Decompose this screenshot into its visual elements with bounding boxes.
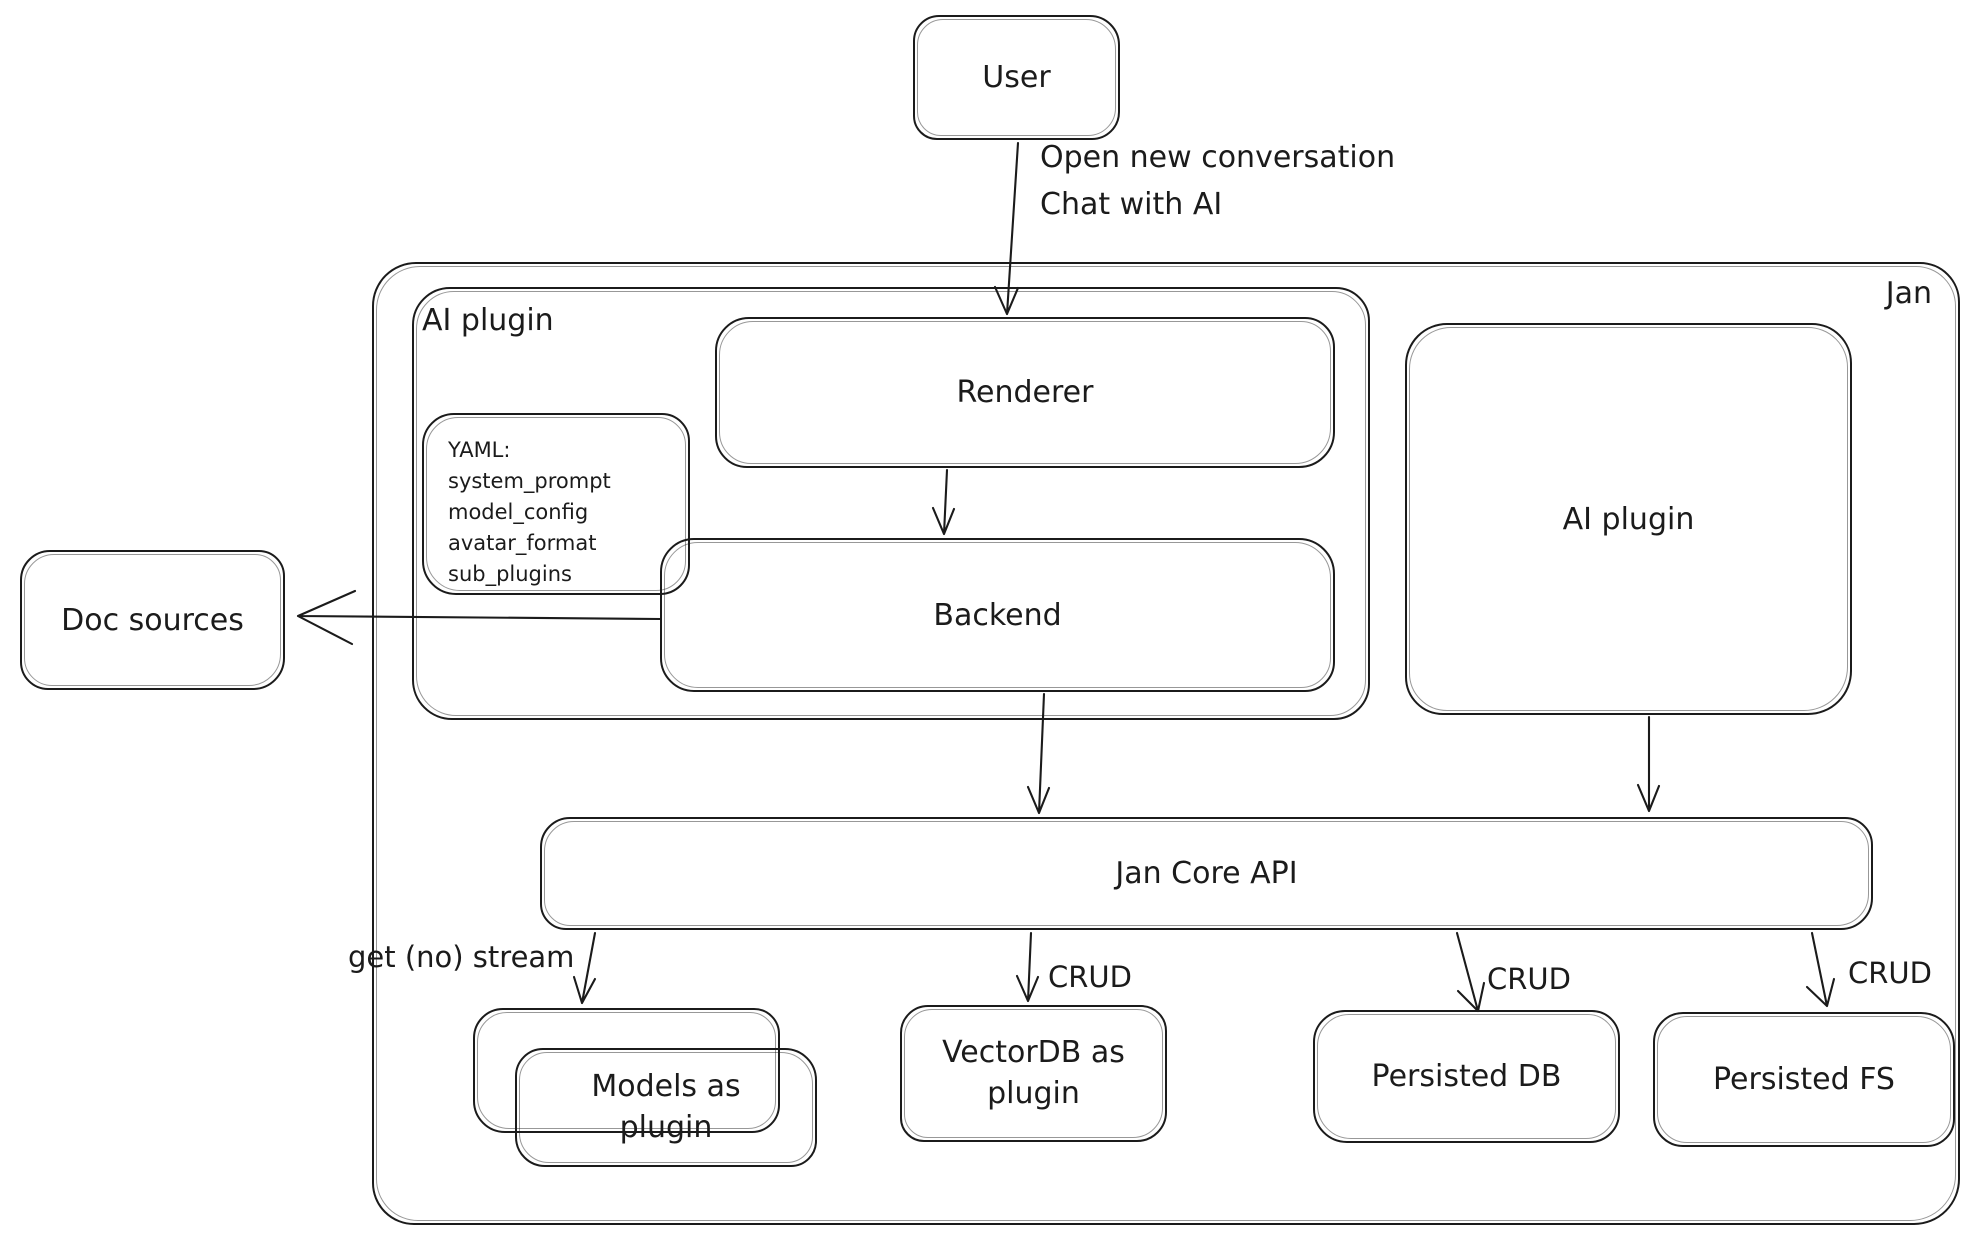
node-ai-plugin-box: AI plugin (1405, 323, 1852, 715)
edge-label-get-stream: get (no) stream (348, 940, 575, 974)
yaml-note-line: model_config (448, 500, 589, 524)
node-ai-plugin-box-label: AI plugin (1562, 501, 1695, 537)
edge-label-user-action: Open new conversation Chat with AI (1040, 134, 1395, 228)
node-yaml-note: YAML: system_prompt model_config avatar_… (422, 413, 690, 595)
node-jan-core-api-label: Jan Core API (1115, 856, 1298, 891)
node-renderer-label: Renderer (956, 375, 1094, 410)
node-models-as-plugin: Models as plugin (515, 1048, 817, 1167)
yaml-note-line: avatar_format (448, 531, 597, 555)
node-persisted-db: Persisted DB (1313, 1010, 1620, 1143)
node-user-label: User (982, 60, 1051, 95)
yaml-note-line: YAML: (448, 438, 511, 462)
node-renderer: Renderer (715, 317, 1335, 468)
yaml-note-text: YAML: system_prompt model_config avatar_… (424, 415, 621, 600)
node-doc-sources: Doc sources (20, 550, 285, 690)
yaml-note-line: system_prompt (448, 469, 611, 493)
node-persisted-fs-label: Persisted FS (1713, 1062, 1895, 1097)
node-jan-label: Jan (1885, 276, 1932, 311)
edge-label-user-action-line2: Chat with AI (1040, 187, 1223, 222)
node-persisted-db-label: Persisted DB (1371, 1059, 1562, 1094)
edge-label-crud-vectordb: CRUD (1048, 960, 1132, 994)
node-models-as-plugin-back (473, 1008, 780, 1133)
node-ai-plugin-group-label: AI plugin (422, 303, 554, 338)
edge-label-crud-persisted-db: CRUD (1487, 962, 1571, 996)
yaml-note-line: sub_plugins (448, 562, 572, 586)
node-jan-core-api: Jan Core API (540, 817, 1873, 930)
node-persisted-fs: Persisted FS (1653, 1012, 1955, 1147)
node-user: User (913, 15, 1120, 140)
node-ai-plugin-group: AI plugin (412, 287, 1370, 720)
node-backend: Backend (660, 538, 1335, 692)
node-vectordb-as-plugin: VectorDB as plugin (900, 1005, 1167, 1142)
node-doc-sources-label: Doc sources (61, 602, 244, 638)
edge-label-crud-persisted-fs: CRUD (1848, 956, 1932, 990)
node-jan-container: Jan (372, 262, 1960, 1225)
node-backend-label: Backend (933, 597, 1062, 633)
node-vectordb-as-plugin-label: VectorDB as plugin (942, 1035, 1125, 1111)
edge-label-user-action-line1: Open new conversation (1040, 140, 1396, 175)
node-models-as-plugin-label: Models as plugin (591, 1069, 741, 1145)
